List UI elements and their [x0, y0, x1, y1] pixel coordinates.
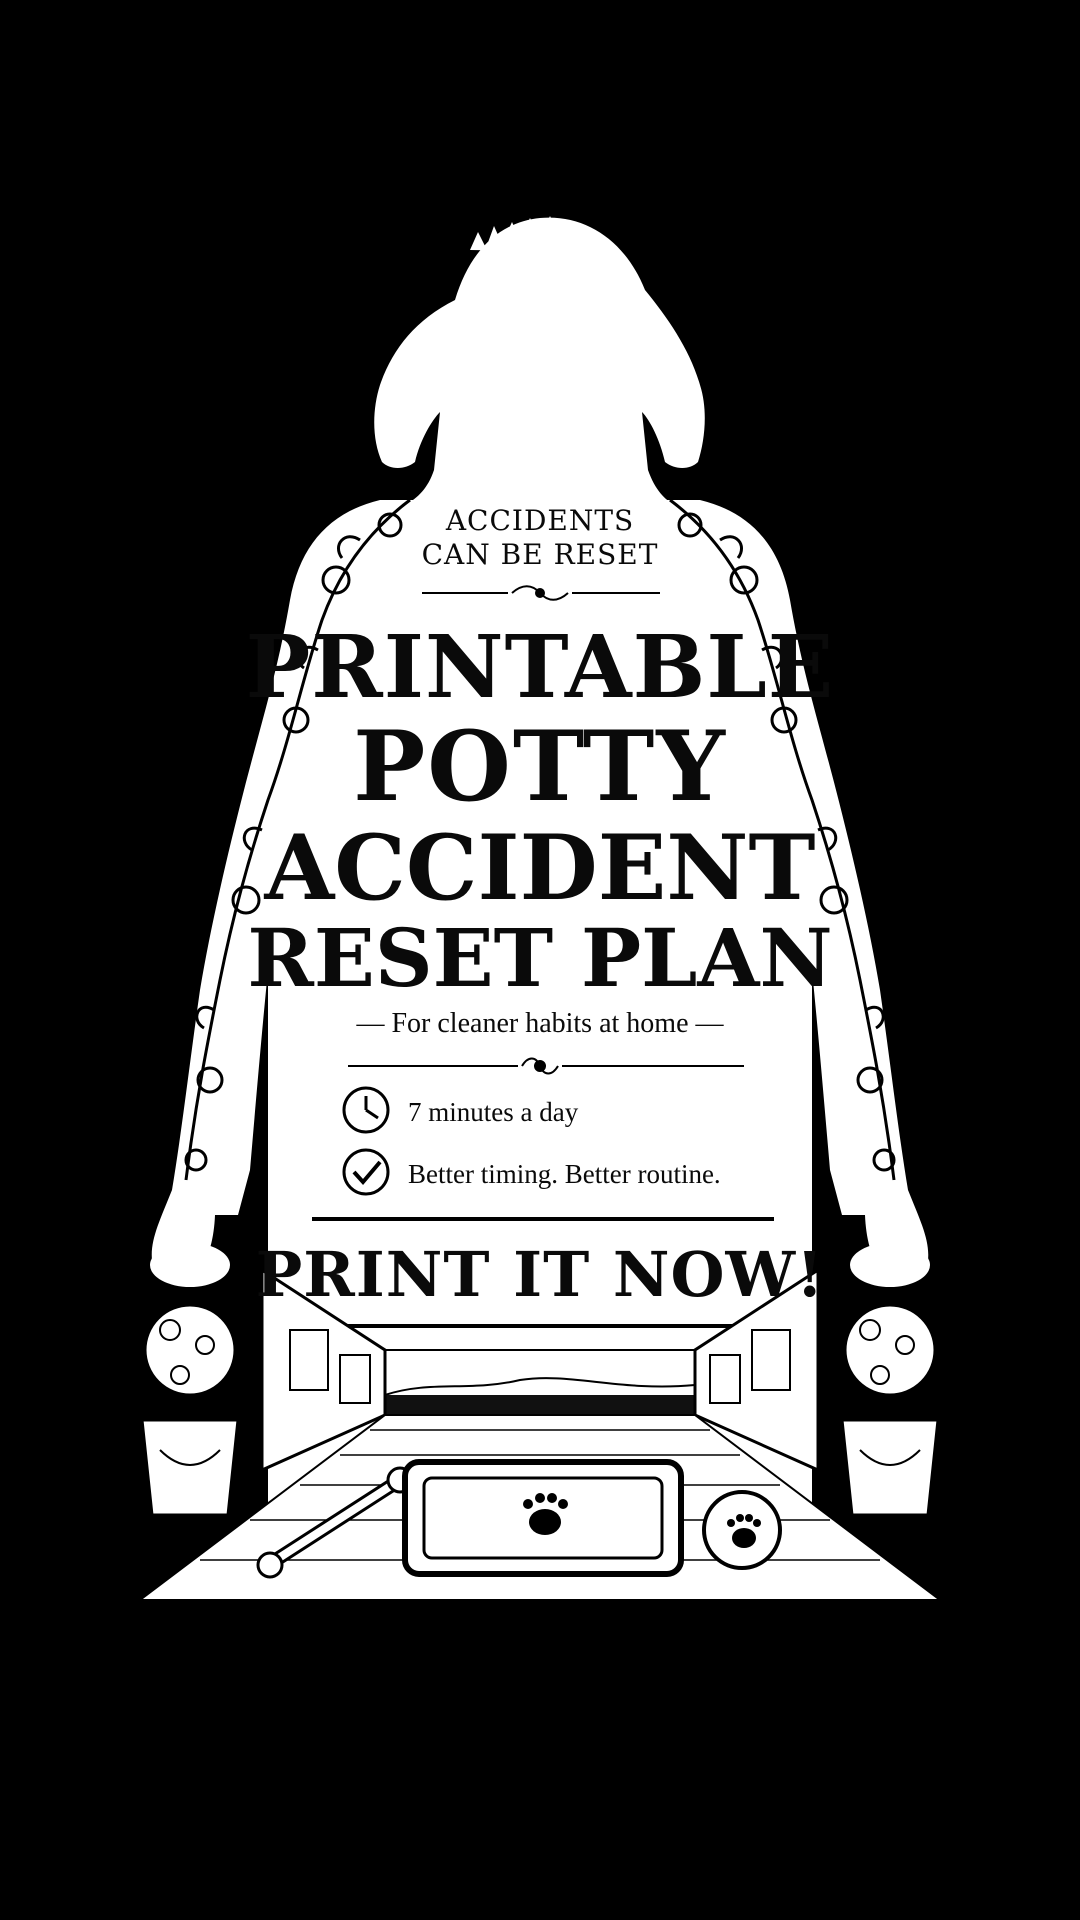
dog-silhouette [150, 216, 930, 1510]
potted-plant-left [140, 1303, 240, 1517]
tagline-divider [422, 585, 660, 601]
title-line-4: RESET PLAN [247, 911, 833, 1005]
tagline-line-2: CAN BE RESET [421, 538, 659, 571]
floral-vine-right [669, 498, 896, 1181]
subtitle: — For cleaner habits at home — [356, 1008, 724, 1039]
clock-icon [342, 1086, 390, 1134]
paw-print-icon [523, 1493, 568, 1535]
subtitle-divider [348, 1057, 744, 1075]
title-line-1: PRINTABLE [245, 617, 835, 718]
feature-time-text: 7 minutes a day [408, 1097, 579, 1127]
feature-routine-text: Better timing. Better routine. [408, 1159, 721, 1189]
title-line-2: POTTY [353, 710, 727, 823]
tagline: ACCIDENTS CAN BE RESET [0, 504, 1080, 572]
tagline-line-1: ACCIDENTS [445, 504, 635, 537]
print-now-cta[interactable]: PRINT IT NOW! [255, 1238, 825, 1311]
ball-paw-icon [727, 1514, 761, 1548]
title-line-3: ACCIDENT [264, 815, 816, 921]
potted-plant-right [840, 1303, 940, 1517]
floral-vine-left [184, 498, 411, 1181]
cta-rules [312, 1217, 774, 1328]
check-circle-icon [342, 1148, 390, 1196]
